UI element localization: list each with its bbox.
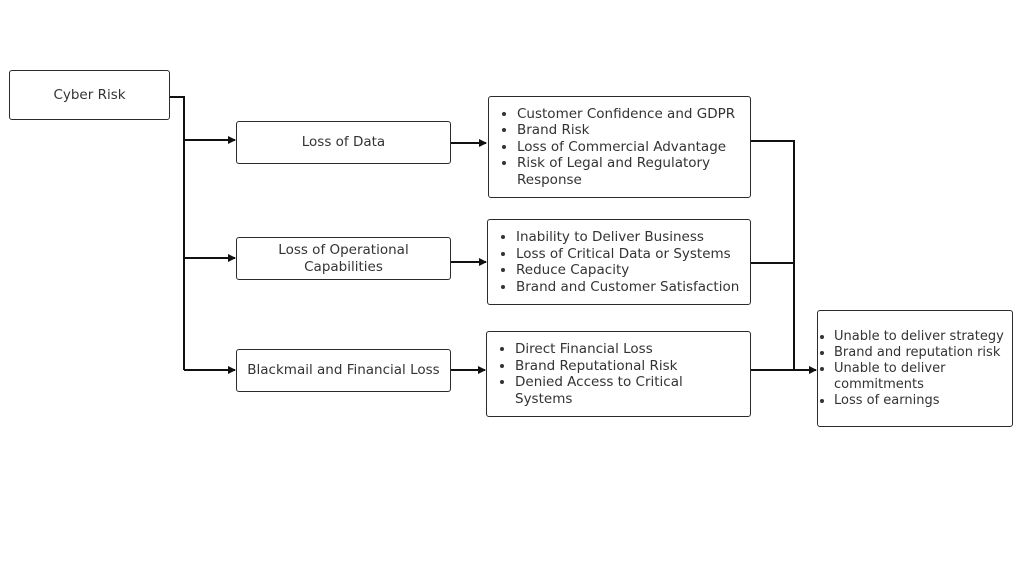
impact-list: Direct Financial Loss Brand Reputational… [501, 341, 742, 407]
impact-item: Brand Risk [517, 122, 742, 139]
connector-root-trunk [170, 96, 185, 370]
node-loss-of-data: Loss of Data [236, 121, 451, 164]
node-blackmail-impacts: Direct Financial Loss Brand Reputational… [486, 331, 751, 417]
outcome-item: Unable to deliver commitments [834, 361, 1004, 393]
impact-item: Inability to Deliver Business [516, 229, 739, 246]
impact-item: Denied Access to Critical Systems [515, 374, 742, 407]
node-loss-of-data-impacts: Customer Confidence and GDPR Brand Risk … [488, 96, 751, 198]
outcome-item: Loss of earnings [834, 393, 1004, 409]
outcome-list: Unable to deliver strategy Brand and rep… [820, 329, 1004, 409]
outcome-item: Unable to deliver strategy [834, 329, 1004, 345]
outcome-item: Brand and reputation risk [834, 345, 1004, 361]
impact-item: Reduce Capacity [516, 262, 739, 279]
impact-item: Loss of Commercial Advantage [517, 139, 742, 156]
impact-item: Brand and Customer Satisfaction [516, 279, 739, 296]
node-blackmail-and-financial-loss: Blackmail and Financial Loss [236, 349, 451, 392]
node-operational-impacts: Inability to Deliver Business Loss of Cr… [487, 219, 751, 305]
node-loss-of-operational-capabilities-label: Loss of Operational Capabilities [278, 242, 409, 275]
node-loss-of-data-label: Loss of Data [301, 134, 386, 151]
impact-item: Direct Financial Loss [515, 341, 742, 358]
impact-list: Customer Confidence and GDPR Brand Risk … [503, 106, 742, 189]
node-blackmail-and-financial-loss-label: Blackmail and Financial Loss [247, 362, 440, 379]
connector-impacts-merge-trunk [751, 140, 795, 370]
node-business-outcomes: Unable to deliver strategy Brand and rep… [817, 310, 1013, 427]
node-loss-of-operational-capabilities: Loss of Operational Capabilities [236, 237, 451, 280]
impact-item: Loss of Critical Data or Systems [516, 246, 739, 263]
impact-item: Risk of Legal and Regulatory Response [517, 155, 742, 188]
impact-item: Customer Confidence and GDPR [517, 106, 742, 123]
node-cyber-risk: Cyber Risk [9, 70, 170, 120]
node-cyber-risk-label: Cyber Risk [53, 86, 126, 103]
impact-item: Brand Reputational Risk [515, 358, 742, 375]
impact-list: Inability to Deliver Business Loss of Cr… [502, 229, 739, 295]
